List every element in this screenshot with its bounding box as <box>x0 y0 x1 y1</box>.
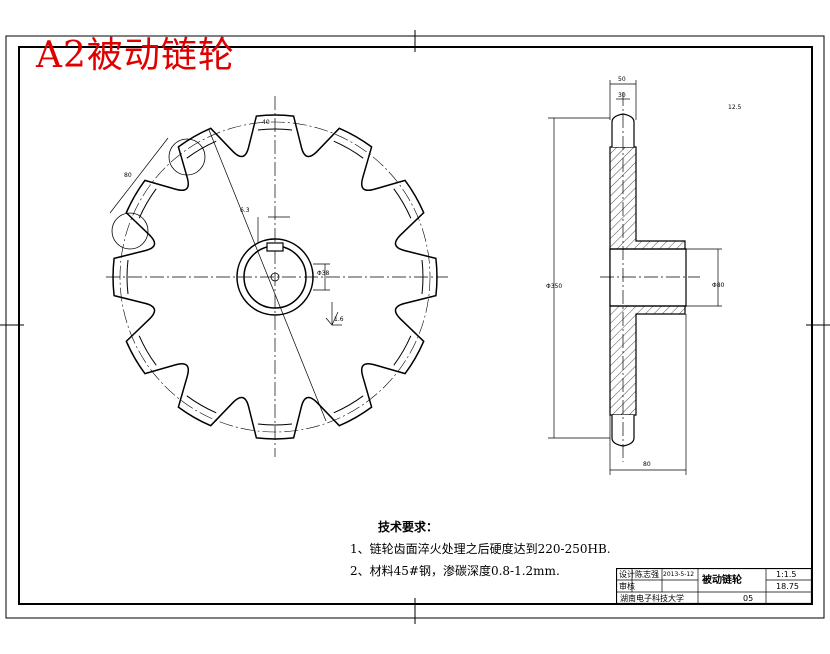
tb-quantity: 18.75 <box>776 582 799 591</box>
title-block-grid <box>616 568 812 604</box>
dim-hub-top: 50 <box>618 76 626 83</box>
tooth-chamfer-line <box>138 335 157 366</box>
dim-outer-dia: Φ350 <box>546 283 563 290</box>
bore <box>236 238 314 316</box>
tooth-chamfer-line <box>333 140 364 159</box>
dim-hub-len: 80 <box>643 461 651 468</box>
center-marks <box>0 30 830 624</box>
tb-part-name: 被动链轮 <box>702 575 742 586</box>
tooth-chamfer-line <box>393 335 412 366</box>
tb-drawing-no: 05 <box>743 594 754 603</box>
tb-date: 2013-5-12 <box>663 571 695 578</box>
tb-checker-label: 审核 <box>619 582 635 591</box>
tb-scale: 1:1.5 <box>776 570 797 579</box>
dim-keyway: 6.3 <box>240 207 250 214</box>
hub-bore-void <box>609 248 687 307</box>
tb-school: 湖南电子科技大学 <box>620 594 684 603</box>
sprocket-centerlines <box>106 96 448 457</box>
technical-notes: 技术要求： 1、链轮齿面淬火处理之后硬度达到220-250HB. 2、材料45#… <box>350 516 611 582</box>
tooth-chamfer-line <box>138 188 157 219</box>
tooth-chamfer-line <box>126 259 129 295</box>
dim-pitch-circle: 80 <box>124 172 132 179</box>
dim-hub-dia: Φ80 <box>712 282 725 289</box>
tooth-chamfer-line <box>186 395 217 414</box>
front-dimensions <box>109 129 342 422</box>
notes-item-2: 2、材料45#钢，渗碳深度0.8-1.2mm. <box>350 564 560 578</box>
sprocket-side-section <box>548 80 722 475</box>
tb-designer-label: 设计 <box>619 570 635 579</box>
dim-pitch: 40 <box>262 119 270 126</box>
drawing-title: A2被动链轮 <box>36 35 235 76</box>
dim-bore: Φ38 <box>317 270 330 277</box>
dim-roughness-right: 12.5 <box>728 104 742 111</box>
dim-hub-top-inner: 30 <box>618 92 626 99</box>
notes-heading: 技术要求： <box>378 520 439 534</box>
tooth-chamfer-line <box>393 188 412 219</box>
tooth-chamfer-line <box>257 423 293 426</box>
tb-designer-name: 陈志强 <box>635 570 659 579</box>
dim-roughness-left: 1.6 <box>334 316 344 323</box>
roller-circles <box>111 138 206 250</box>
tooth-chamfer-line <box>333 395 364 414</box>
notes-item-1: 1、链轮齿面淬火处理之后硬度达到220-250HB. <box>350 542 611 556</box>
sprocket-outline <box>112 114 438 440</box>
tooth-chamfer-line <box>186 140 217 159</box>
